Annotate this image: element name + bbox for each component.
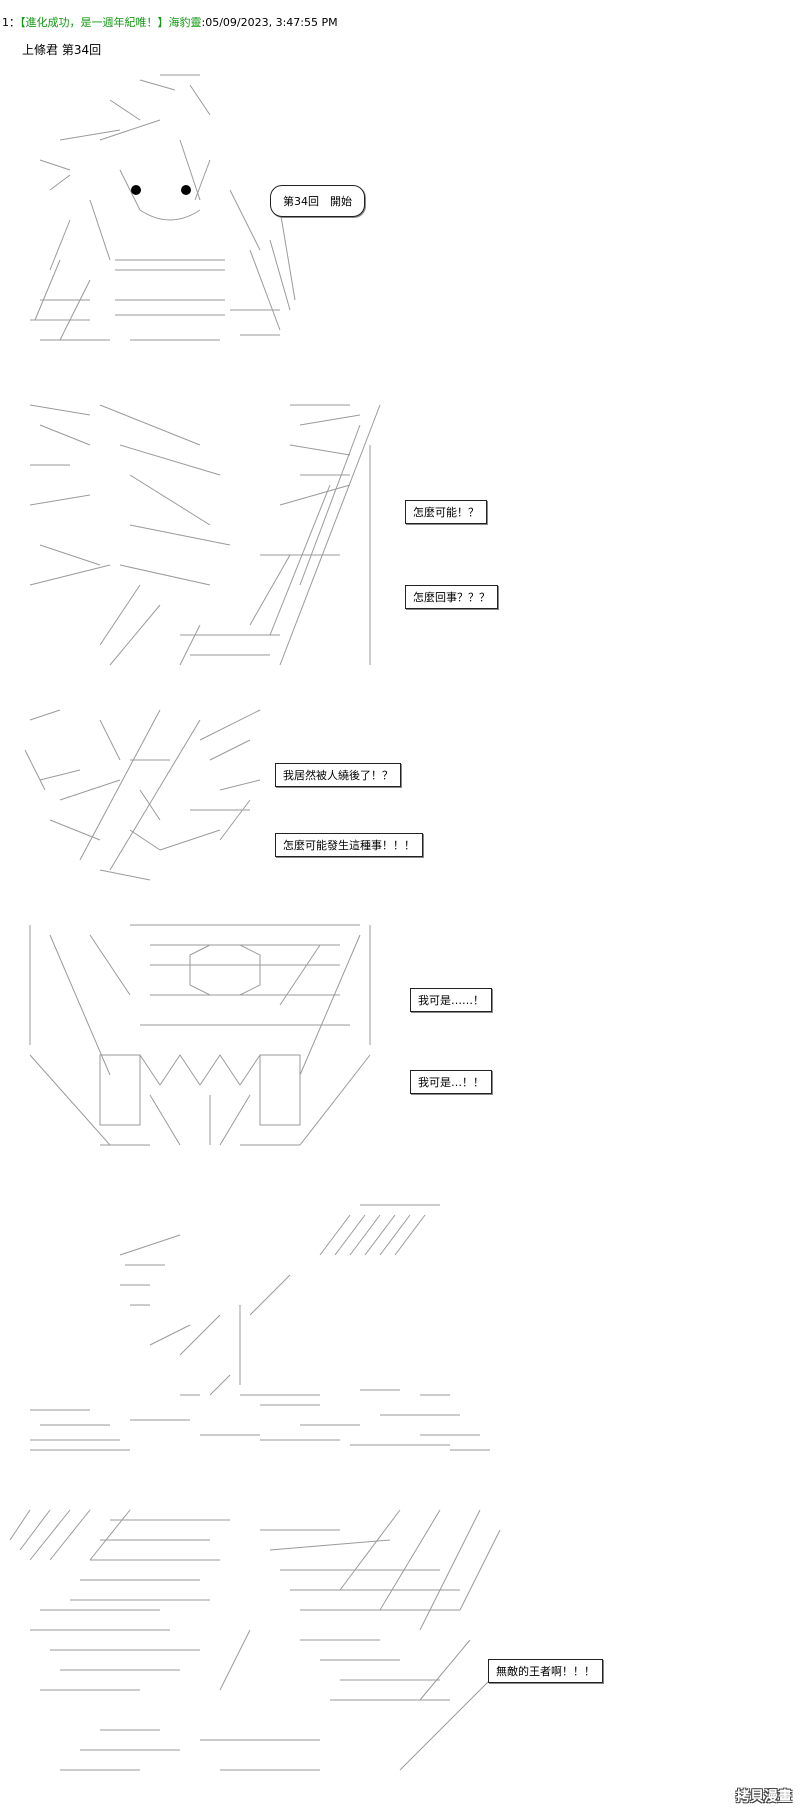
post-number: 1： — [2, 16, 20, 29]
speech-bubble: 無敵的王者啊！！！ — [488, 1659, 603, 1683]
speech-bubble: 怎麼可能發生這種事！！！ — [275, 833, 423, 857]
manga-panel-1: 第34回 開始 — [0, 60, 420, 380]
manga-panel-5 — [0, 1195, 520, 1470]
ascii-art-ambush-scene — [24, 709, 261, 881]
manga-panel-4: 我可是……！ 我可是…！！ — [0, 915, 560, 1170]
poster-name: 【進化成功，是一週年紀唯！】海豹靈 — [20, 16, 202, 29]
speech-bubble: 我可是……！ — [410, 988, 492, 1012]
ascii-art-landscape — [30, 1204, 490, 1451]
chapter-title: 上條君 第34回 — [22, 43, 102, 57]
speech-bubble: 怎麼回事？？？ — [405, 585, 498, 609]
speech-bubble: 第34回 開始 — [270, 185, 365, 217]
ascii-art-battle-scene — [9, 1509, 501, 1771]
manga-panel-2: 怎麼可能！？ 怎麼回事？？？ — [0, 385, 560, 685]
speech-bubble: 我居然被人繞後了！？ — [275, 763, 401, 787]
ascii-art-armored-figure — [29, 924, 371, 1146]
manga-panel-3: 我居然被人繞後了！？ 怎麼可能發生這種事！！！ — [0, 690, 490, 900]
site-watermark: 拷貝漫畫 — [736, 1789, 792, 1805]
post-header: 1：【進化成功，是一週年紀唯！】海豹靈:05/09/2023, 3:47:55 … — [2, 14, 338, 30]
ascii-art-character-face — [30, 74, 296, 341]
ascii-art-action-scene — [29, 404, 381, 666]
manga-panel-6: 無敵的王者啊！！！ — [0, 1490, 660, 1790]
speech-bubble: 我可是…！！ — [410, 1070, 492, 1094]
speech-bubble: 怎麼可能！？ — [405, 500, 487, 524]
post-date: :05/09/2023, 3:47:55 PM — [201, 16, 338, 29]
